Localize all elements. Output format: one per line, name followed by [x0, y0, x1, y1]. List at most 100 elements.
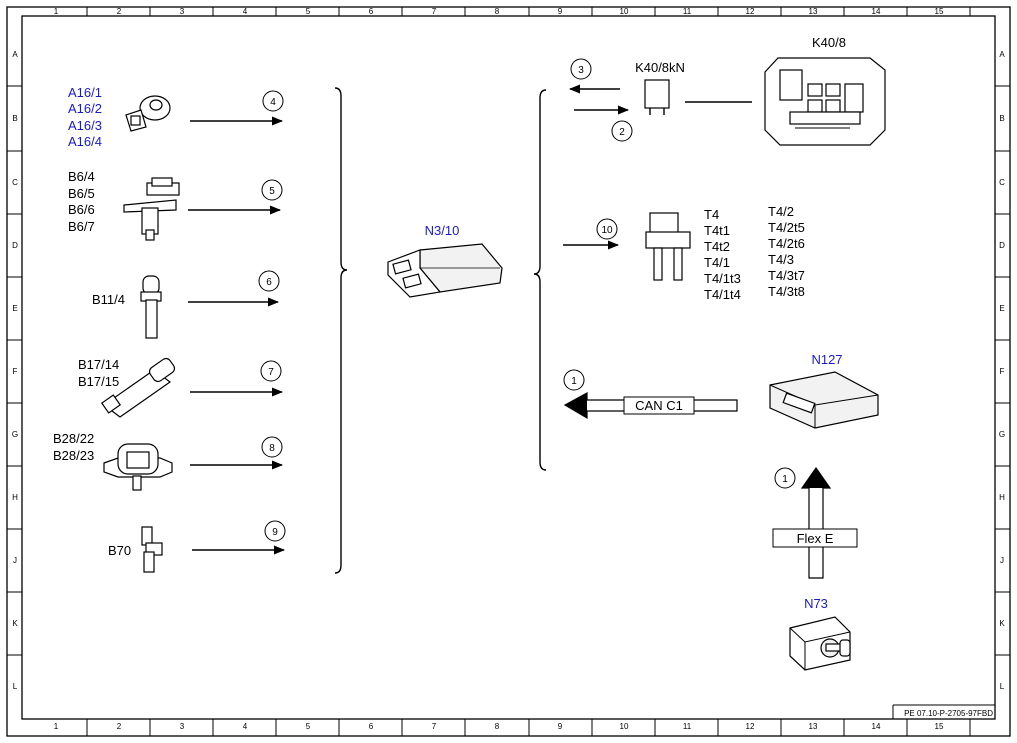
ecu-icon: [387, 243, 503, 298]
svg-text:9: 9: [272, 527, 278, 538]
ignition-switch-label: N73: [804, 596, 828, 611]
svg-text:1: 1: [571, 376, 577, 387]
document-reference: PE 07.10-P-2705-97FBD: [904, 709, 993, 718]
knock-sensor-icon: [125, 95, 171, 132]
col-label: 11: [683, 722, 692, 731]
knock-sensors-group: A16/1 A16/2 A16/3 A16/4 4: [68, 85, 284, 149]
col-label: 2: [117, 722, 122, 731]
col-label: 9: [558, 722, 563, 731]
callout-2: 2: [611, 120, 633, 142]
ignition-coil-label: T4/2t6: [768, 236, 805, 251]
ignition-coil-label: T4: [704, 207, 719, 222]
electronic-ignition-switch-n73: N73: [789, 596, 851, 671]
row-label: E: [999, 304, 1004, 313]
coolant-sensor-label: B11/4: [92, 292, 125, 307]
row-label: G: [12, 430, 18, 439]
col-label: 10: [620, 7, 629, 16]
relay-icon: [644, 79, 670, 109]
row-label: L: [1000, 682, 1005, 691]
row-label: C: [999, 178, 1005, 187]
col-label: 8: [495, 722, 500, 731]
svg-text:2: 2: [619, 127, 625, 138]
left-brace: [334, 87, 348, 574]
flex-e-arrow: Flex E: [772, 466, 858, 579]
camshaft-sensor-label: B6/7: [68, 219, 95, 234]
row-label: B: [12, 114, 17, 123]
svg-text:3: 3: [578, 65, 584, 76]
ignition-coil-label: T4t1: [704, 223, 730, 238]
fuse-module-label: K40/8: [812, 35, 846, 50]
col-label: 4: [243, 722, 248, 731]
gateway-label: N127: [811, 352, 842, 367]
engine-control-unit: N3/10: [387, 223, 503, 298]
crankshaft-sensor-label: B70: [108, 543, 131, 558]
row-label: K: [12, 619, 18, 628]
col-label: 13: [809, 7, 818, 16]
row-label: H: [999, 493, 1005, 502]
col-label: 7: [432, 722, 437, 731]
row-label: G: [999, 430, 1005, 439]
col-label: 12: [746, 722, 755, 731]
ignition-coil-icon: [645, 212, 691, 281]
camshaft-sensor-label: B6/5: [68, 186, 95, 201]
svg-text:10: 10: [601, 225, 613, 236]
ignition-coil-labels-col2: T4/2 T4/2t5 T4/2t6 T4/3 T4/3t7 T4/3t8: [768, 204, 805, 299]
row-label: D: [999, 241, 1005, 250]
ignition-coil-label: T4/3t8: [768, 284, 805, 299]
can-bus-label: CAN C1: [635, 398, 683, 413]
row-labels-right: A B C D E F G H J K L: [999, 50, 1005, 691]
ignition-coil-label: T4t2: [704, 239, 730, 254]
camshaft-sensor-label: B6/6: [68, 202, 95, 217]
ignition-coil-label: T4/1t4: [704, 287, 741, 302]
callout-4: 4: [262, 90, 284, 112]
col-label: 14: [872, 722, 881, 731]
svg-text:8: 8: [269, 443, 275, 454]
svg-text:5: 5: [269, 186, 275, 197]
callout-9: 9: [264, 520, 286, 542]
powertrain-gateway-n127: N127: [769, 352, 879, 429]
row-label: B: [999, 114, 1004, 123]
col-label: 1: [54, 7, 59, 16]
camshaft-sensor-label: B6/4: [68, 169, 95, 184]
camshaft-sensors-group: B6/4 B6/5 B6/6 B6/7 5: [68, 169, 283, 241]
callout-10: 10: [596, 218, 618, 240]
col-label: 1: [54, 722, 59, 731]
callout-3: 3: [570, 58, 592, 80]
ignition-coil-label: T4/3t7: [768, 268, 805, 283]
callout-7: 7: [260, 360, 282, 382]
row-label: A: [999, 50, 1005, 59]
coolant-sensor-group: B11/4 6: [92, 270, 280, 339]
ignition-coil-label: T4/2: [768, 204, 794, 219]
col-label: 7: [432, 7, 437, 16]
col-label: 2: [117, 7, 122, 16]
pressure-sensor-label: B28/22: [53, 431, 94, 446]
can-bus-arrow: CAN C1: [563, 391, 738, 420]
row-label: F: [1000, 367, 1005, 376]
row-label: L: [13, 682, 18, 691]
svg-text:6: 6: [266, 277, 272, 288]
right-brace: [533, 89, 547, 471]
row-labels-left: A B C D E F G H J K L: [12, 50, 18, 691]
relay-label: K40/8kN: [635, 60, 685, 75]
col-label: 6: [369, 722, 374, 731]
col-label: 5: [306, 7, 311, 16]
knock-sensor-label: A16/4: [68, 134, 102, 149]
charge-air-sensor-label: B17/15: [78, 374, 119, 389]
row-label: A: [12, 50, 18, 59]
charge-air-sensors-group: B17/14 B17/15 7: [78, 357, 284, 418]
ignition-coil-label: T4/1t3: [704, 271, 741, 286]
crankshaft-sensor-group: B70 9: [108, 520, 286, 573]
column-labels-top: 1 2 3 4 5 6 7 8 9 10 11 12 13 14 15: [54, 7, 944, 16]
coolant-sensor-icon: [140, 275, 162, 339]
svg-text:4: 4: [270, 97, 276, 108]
col-label: 10: [620, 722, 629, 731]
col-label: 3: [180, 7, 185, 16]
pressure-sensor-icon: [103, 443, 173, 491]
col-label: 15: [935, 7, 944, 16]
col-label: 14: [872, 7, 881, 16]
svg-text:7: 7: [268, 367, 274, 378]
knock-sensor-label: A16/1: [68, 85, 102, 100]
camshaft-sensor-icon: [123, 177, 180, 241]
gateway-icon: [769, 371, 879, 429]
flex-bus-label: Flex E: [797, 531, 834, 546]
